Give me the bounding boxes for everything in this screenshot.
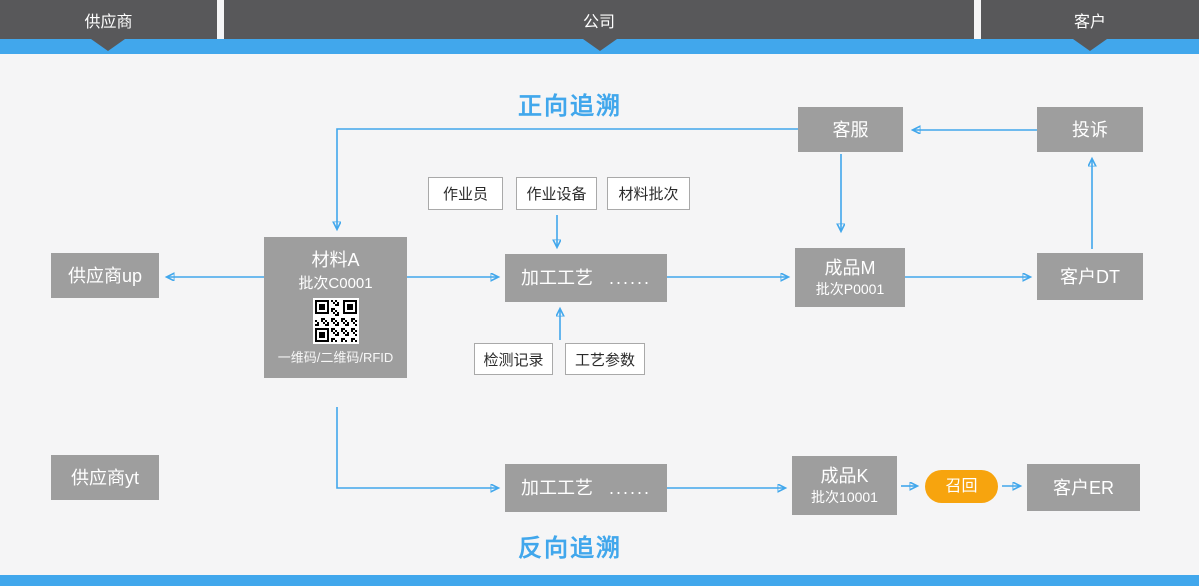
node-product-m-title: 成品M (824, 258, 876, 278)
node-material-a-code-label: 一维码/二维码/RFID (277, 350, 394, 365)
node-customer-er-label: 客户ER (1052, 477, 1114, 498)
recall-badge: 召回 (925, 470, 998, 503)
recall-badge-label: 召回 (945, 477, 978, 495)
node-process-bottom-label: 加工工艺 (520, 478, 593, 498)
footer-blue-bar (0, 575, 1199, 586)
node-material-a: 材料A 批次C0001 一维码/二维码/RFID (264, 237, 407, 378)
node-product-k-title: 成品K (820, 466, 869, 486)
tag-equipment-label: 作业设备 (526, 186, 587, 203)
node-process-bottom-dots: ...... (608, 478, 651, 498)
node-supplier-up: 供应商up (51, 253, 159, 298)
header-company-label: 公司 (582, 13, 615, 31)
tag-material-batch-label: 材料批次 (618, 186, 679, 203)
header-segment-supplier: 供应商 (0, 0, 217, 39)
arrow-material-a-to-process-bottom (336, 407, 498, 488)
node-process-bottom: 加工工艺 ...... (505, 464, 667, 512)
node-supplier-yt: 供应商yt (51, 455, 159, 500)
header-pointer-customer-icon (1073, 39, 1107, 51)
node-supplier-up-label: 供应商up (67, 265, 143, 286)
header-pointer-supplier-icon (91, 39, 125, 51)
node-customer-dt: 客户DT (1037, 253, 1143, 300)
header-customer-label: 客户 (1073, 13, 1106, 31)
backward-trace-title: 反向追溯 (518, 535, 622, 562)
node-process-top: 加工工艺 ...... (505, 254, 667, 302)
node-process-top-label: 加工工艺 (520, 268, 593, 288)
tag-worker: 作业员 (428, 177, 503, 210)
node-complaint: 投诉 (1037, 107, 1143, 152)
node-customer-service-label: 客服 (832, 119, 869, 140)
forward-trace-title: 正向追溯 (518, 93, 622, 120)
tag-process-params-label: 工艺参数 (574, 351, 635, 369)
header-segment-company: 公司 (224, 0, 974, 39)
header-pointer-company-icon (583, 39, 617, 51)
node-product-k: 成品K 批次10001 (792, 456, 897, 515)
tag-worker-label: 作业员 (442, 186, 488, 203)
node-product-k-batch: 批次10001 (811, 489, 878, 505)
node-product-m-batch: 批次P0001 (815, 281, 885, 297)
header-supplier-label: 供应商 (84, 13, 133, 31)
node-material-a-batch: 批次C0001 (298, 275, 373, 292)
node-complaint-label: 投诉 (1072, 119, 1108, 140)
tag-process-params: 工艺参数 (565, 343, 645, 375)
tag-material-batch: 材料批次 (607, 177, 690, 210)
tag-inspection-record-label: 检测记录 (483, 351, 544, 369)
tag-equipment: 作业设备 (516, 177, 597, 210)
header-segment-customer: 客户 (981, 0, 1199, 39)
node-material-a-title: 材料A (311, 250, 360, 270)
node-product-m: 成品M 批次P0001 (795, 248, 905, 307)
tag-inspection-record: 检测记录 (474, 343, 553, 375)
arrow-service-to-material-a (337, 128, 798, 229)
node-supplier-yt-label: 供应商yt (70, 467, 139, 488)
node-process-top-dots: ...... (608, 268, 651, 288)
qr-code-icon (312, 298, 359, 344)
node-customer-dt-label: 客户DT (1060, 266, 1120, 287)
node-customer-service: 客服 (798, 107, 903, 152)
node-customer-er: 客户ER (1027, 464, 1140, 511)
